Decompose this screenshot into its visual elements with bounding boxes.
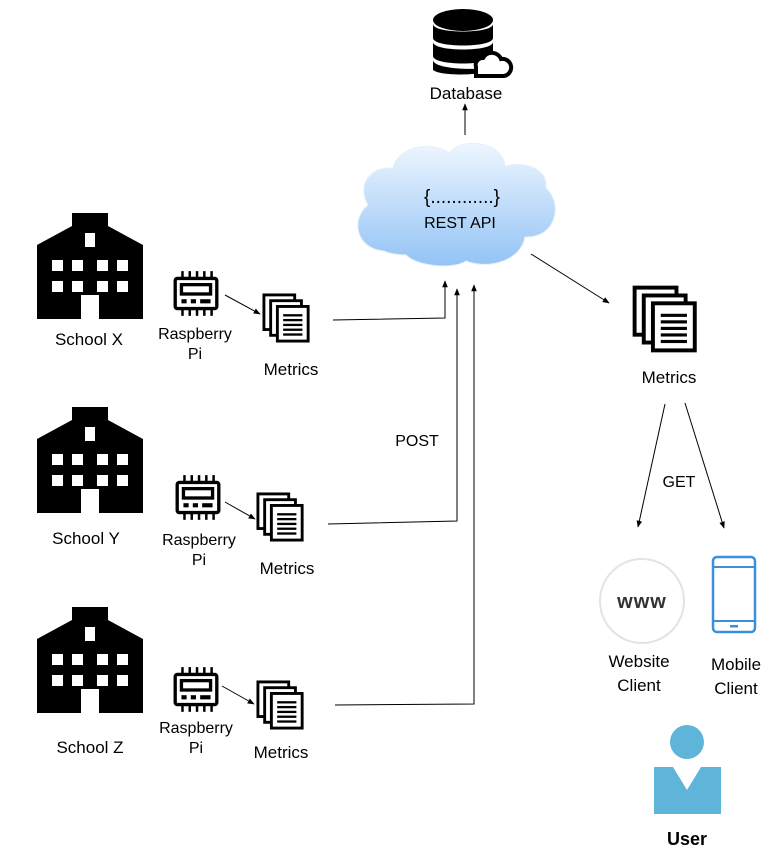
website-client: www Website Client — [599, 558, 685, 695]
metrics-y-label: Metrics — [260, 559, 315, 578]
globe-www-icon — [599, 558, 685, 644]
metrics-y-post-arrow — [327, 288, 460, 525]
www-icon-text: www — [616, 591, 667, 613]
database-cloud-icon — [433, 9, 514, 78]
metrics-x-icon — [262, 293, 310, 343]
metrics-z-label: Metrics — [254, 743, 309, 762]
metrics-z-icon — [256, 680, 304, 730]
raspberry-pi-x-icon — [173, 269, 219, 318]
output-metrics-icon — [632, 285, 697, 353]
raspberry-pi-x-label-1: Raspberry — [158, 326, 232, 343]
output-metrics-label: Metrics — [642, 368, 697, 387]
raspberry-pi-z-label-1: Raspberry — [159, 720, 233, 737]
cloud-shape — [357, 142, 556, 267]
school-y-building-icon — [37, 407, 143, 513]
metrics-y-icon — [256, 492, 304, 542]
metrics-x-label: Metrics — [264, 360, 319, 379]
get-mobile-arrow — [684, 402, 725, 529]
connectors — [221, 103, 725, 706]
pi-x-to-metrics-arrow — [224, 294, 261, 315]
raspberry-pi-z-label-2: Pi — [189, 740, 203, 757]
user-node: User — [654, 725, 721, 849]
school-y-label: School Y — [52, 529, 120, 548]
database-node: Database — [430, 9, 514, 103]
mobile-client: Mobile Client — [711, 555, 761, 698]
mobile-client-label-1: Mobile — [711, 655, 761, 674]
pi-z-to-metrics-arrow — [221, 685, 255, 705]
api-label: REST API — [424, 215, 496, 232]
school-z-building-icon — [37, 607, 143, 713]
mobile-client-label-2: Client — [714, 679, 758, 698]
school-x-label: School X — [55, 330, 123, 349]
post-label: POST — [395, 433, 439, 450]
get-label: GET — [663, 474, 696, 491]
raspberry-pi-x-label-2: Pi — [188, 346, 202, 363]
metrics-x-post-arrow — [332, 280, 448, 321]
raspberry-pi-y-label-1: Raspberry — [162, 532, 236, 549]
raspberry-pi-y-label-2: Pi — [192, 552, 206, 569]
school-z-label: School Z — [56, 738, 123, 757]
raspberry-pi-z-icon — [173, 665, 219, 714]
api-code-text: {............} — [424, 187, 500, 208]
school-x-building-icon — [37, 213, 143, 319]
get-website-arrow — [636, 403, 666, 528]
user-icon — [654, 725, 721, 814]
database-label: Database — [430, 84, 503, 103]
metrics-z-post-arrow — [334, 284, 477, 706]
website-client-label-1: Website — [608, 652, 669, 671]
api-to-metrics-arrow — [530, 253, 610, 304]
website-client-label-2: Client — [617, 676, 661, 695]
raspberry-pi-y-icon — [175, 473, 221, 522]
pi-y-to-metrics-arrow — [224, 501, 256, 520]
user-label: User — [667, 829, 707, 849]
rest-api-node: {............} REST API — [357, 142, 556, 267]
smartphone-icon — [711, 555, 757, 634]
